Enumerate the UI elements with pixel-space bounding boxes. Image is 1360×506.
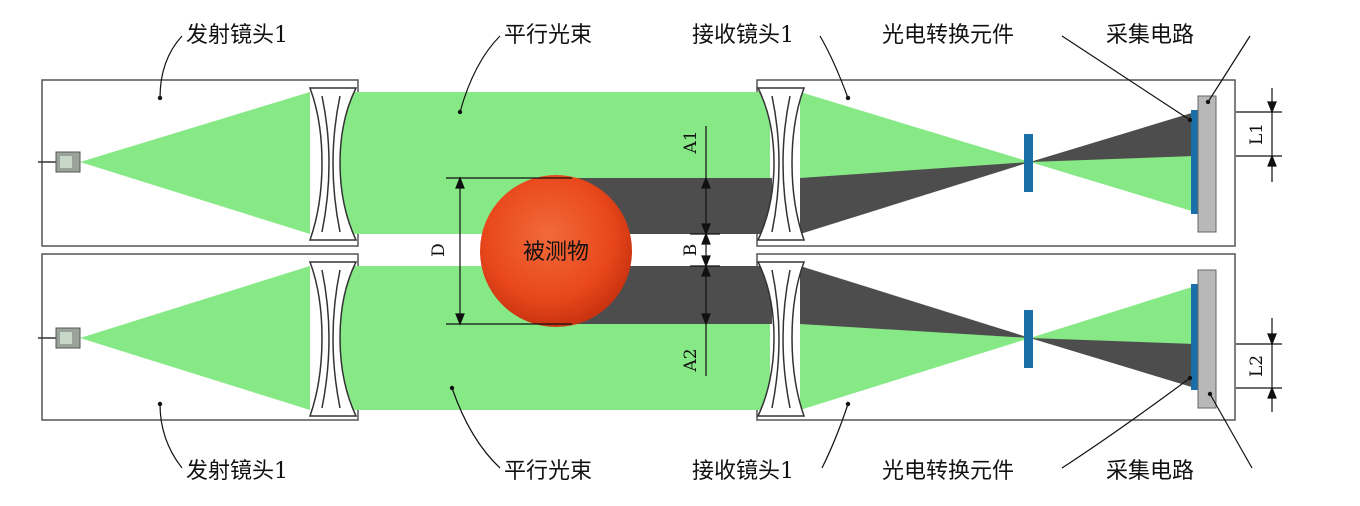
leader-lines — [159, 35, 1253, 469]
label-acq-top: 采集电路 — [1106, 23, 1194, 48]
light-source-bottom-icon — [38, 327, 81, 349]
label-recv-top: 接收镜头1 — [692, 23, 794, 48]
dim-l1-label: L1 — [1247, 123, 1267, 145]
emit-cone-bottom — [80, 266, 310, 410]
circuit-board-bottom — [1197, 269, 1217, 409]
photo-element-top — [1024, 134, 1033, 192]
label-acq-bottom: 采集电路 — [1106, 459, 1194, 484]
leader-dots — [157, 95, 1213, 407]
recv-lens-top — [756, 87, 806, 241]
light-source-top-icon — [38, 151, 81, 173]
emit-cone-top — [80, 92, 310, 234]
label-emit-top: 发射镜头1 — [186, 23, 288, 48]
recv-cone-top-shadow — [800, 162, 1030, 234]
emit-lens-bottom — [308, 261, 358, 417]
dimension-a1-b-a2 — [690, 126, 720, 376]
dim-d-label: D — [429, 243, 449, 257]
label-conv-top: 光电转换元件 — [882, 23, 1014, 48]
sensor-cone-bottom-shadow — [1030, 338, 1195, 388]
dimension-d — [446, 176, 572, 326]
sensor-top — [1191, 110, 1198, 214]
measured-object — [480, 175, 632, 327]
label-beam-top: 平行光束 — [504, 23, 592, 48]
recv-lens-bottom — [756, 261, 806, 417]
sensor-bottom — [1191, 284, 1198, 390]
dim-a1-label: A1 — [681, 130, 701, 154]
emit-lens-top — [308, 87, 358, 241]
circuit-board-top — [1197, 95, 1217, 233]
label-recv-bottom: 接收镜头1 — [692, 459, 794, 484]
dimension-l2 — [1236, 318, 1282, 412]
recv-cone-bottom-shadow — [800, 266, 1030, 338]
dimension-l1 — [1236, 88, 1282, 182]
label-emit-bottom: 发射镜头1 — [186, 459, 288, 484]
dim-a2-label: A2 — [681, 348, 701, 372]
dim-l2-label: L2 — [1247, 355, 1267, 377]
label-conv-bottom: 光电转换元件 — [882, 459, 1014, 484]
object-label: 被测物 — [523, 240, 589, 265]
dim-b-label: B — [681, 244, 701, 257]
photo-element-bottom — [1024, 310, 1033, 368]
sensor-cone-top-shadow — [1030, 112, 1195, 162]
label-beam-bottom: 平行光束 — [504, 459, 592, 484]
